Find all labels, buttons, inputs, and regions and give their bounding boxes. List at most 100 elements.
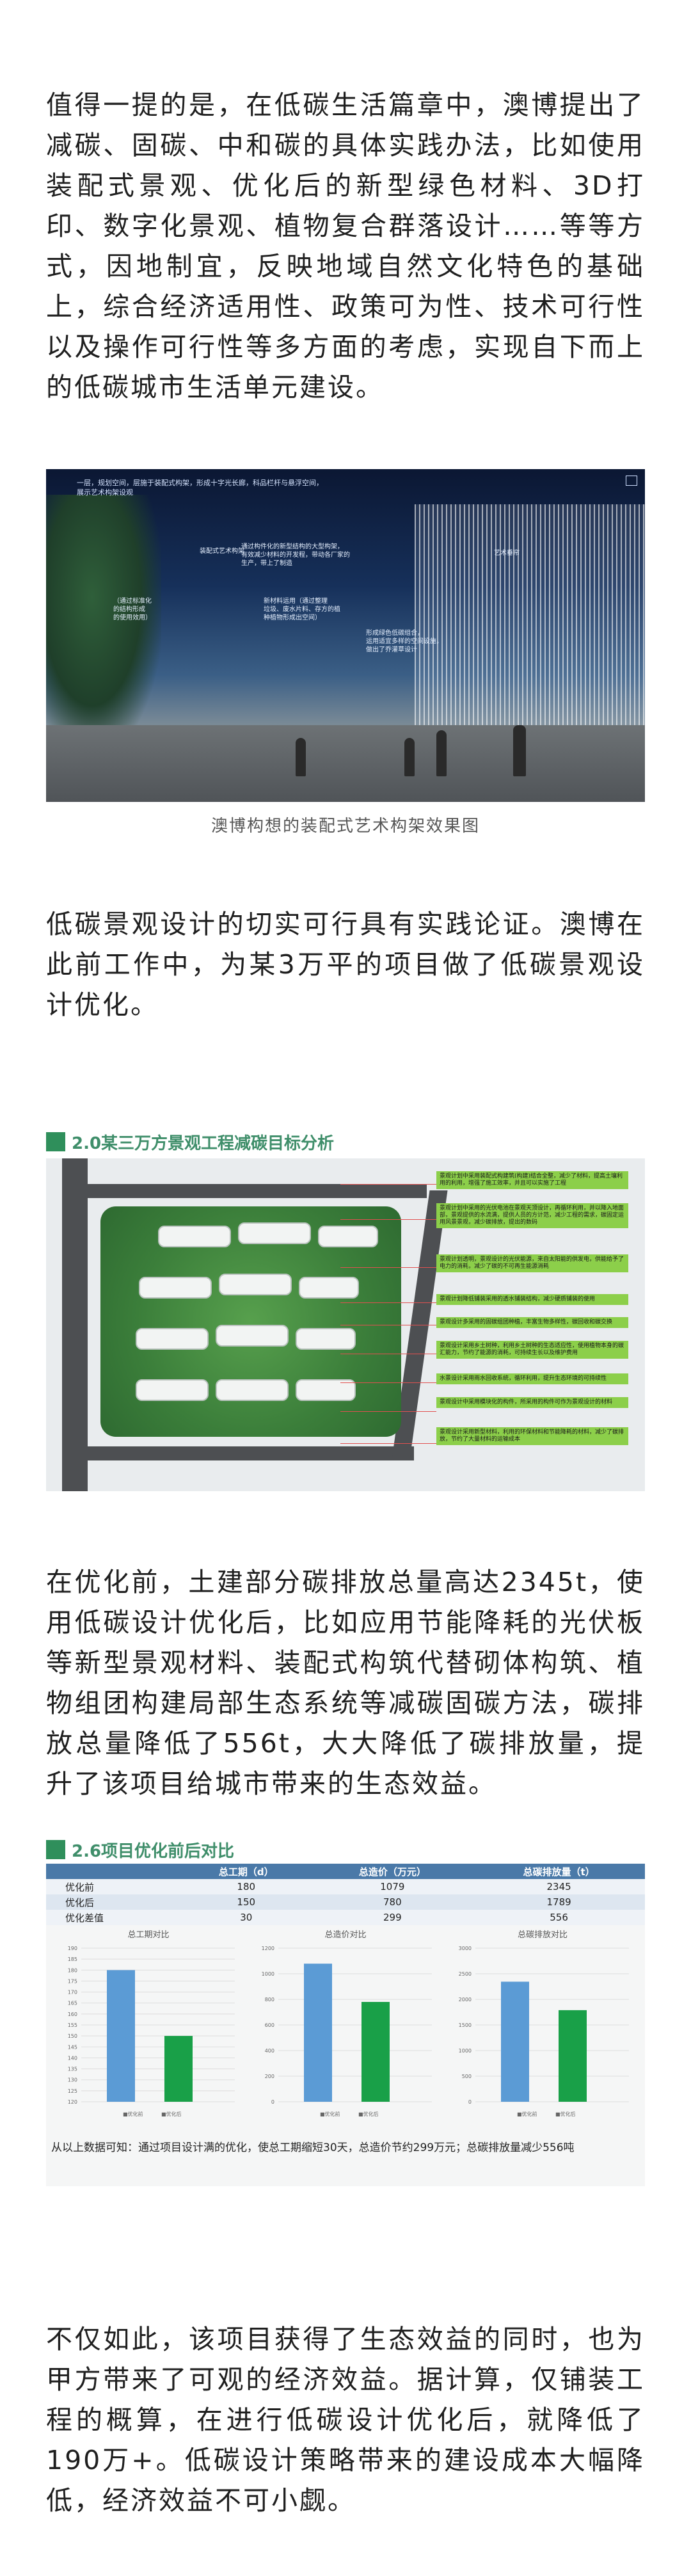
bar-before (501, 1981, 529, 2102)
tick-label: 145 (68, 2044, 77, 2050)
annotation-note: 景观计划透明，景观设计的光伏能源，来自太阳能的供发电，供能给予了电力的消耗，减少… (436, 1254, 628, 1272)
tick-label: 400 (265, 2048, 274, 2054)
building-block (299, 1277, 359, 1299)
table-cell: 299 (312, 1910, 473, 1925)
section-title-text: 2.6项目优化前后对比 (72, 1841, 235, 1861)
annotation-note: 景观计划中采用的光伏电池在景观天顶设计，再循环利用，并以降入地面部，景观提供的水… (436, 1203, 628, 1228)
tick-label: 3000 (459, 1946, 472, 1951)
section-title-text: 2.0某三万方景观工程减碳目标分析 (72, 1133, 335, 1153)
bar-chart: 1901851801751701651601551501451401351301… (68, 1946, 235, 2117)
chart-title: 总造价对比 (324, 1930, 367, 1940)
tree-silhouette (46, 495, 161, 751)
annotation-leader (340, 1382, 436, 1383)
building-block (296, 1328, 356, 1350)
annotation-note: 景观计划降低铺装采用的透水铺装结构，减少硬质铺装的使用 (436, 1294, 628, 1305)
economic-paragraph: 不仅如此，该项目获得了生态效益的同时，也为甲方带来了可观的经济效益。据计算，仅铺… (46, 2324, 645, 2516)
tick-label: 1200 (262, 1946, 274, 1951)
annotation-leader (340, 1184, 436, 1185)
person-figure (404, 738, 415, 776)
person-figure (296, 738, 306, 776)
legend-item: ■优化前 (123, 2111, 143, 2117)
tick-label: 130 (68, 2077, 77, 2083)
comparison-table: 总工期（d） 总造价（万元） 总碳排放量（t） 优化前 180 1079 234… (46, 1864, 645, 1925)
comparison-conclusion: 从以上数据可知：通过项目设计满的优化，使总工期缩短30天，总造价节约299万元；… (51, 2141, 575, 2154)
road (62, 1158, 88, 1491)
tick-label: 125 (68, 2088, 77, 2094)
table-cell: 优化前 (46, 1879, 180, 1894)
table-header-cell: 总造价（万元） (312, 1864, 473, 1879)
road (88, 1184, 427, 1198)
emission-paragraph: 在优化前，土建部分碳排放总量高达2345t，使用低碳设计优化后，比如应用节能降耗… (46, 1567, 645, 1799)
rendering-label: （通过标准化 的结构形成 的使用效用） (113, 598, 152, 621)
section-marker-icon (46, 1132, 65, 1151)
site-plan-analysis: 景观计划中采用装配式构建筑(构建)结合全整，减少了材料，提高土壤利用的利用，增强… (46, 1158, 645, 1491)
table-cell: 1789 (473, 1894, 645, 1910)
table-cell: 优化后 (46, 1894, 180, 1910)
annotation-note: 景观设计采用新型材料，利用的环保材料和节能降耗的材料，减少了碳排放，节约了大量材… (436, 1427, 628, 1445)
table-header-cell: 总碳排放量（t） (473, 1864, 645, 1879)
table-cell: 150 (180, 1894, 312, 1910)
rendering-label: 装配式艺术构架 (200, 548, 244, 555)
annotation-note: 景观设计采用乡土树种，利用乡土树种的生态适应性，使用植物本身的碳汇能力，节约了能… (436, 1341, 628, 1359)
building-block (136, 1379, 209, 1401)
building-block (139, 1277, 212, 1299)
bar-after (361, 2002, 390, 2102)
rendering-label: 新材料运用（通过整理 垃圾、废水片料、存方的植 种植物形成出空间） (264, 598, 340, 621)
tick-label: 175 (68, 1978, 77, 1984)
table-header-cell: 总工期（d） (180, 1864, 312, 1879)
table-header-row: 总工期（d） 总造价（万元） 总碳排放量（t） (46, 1864, 645, 1879)
practice-paragraph: 低碳景观设计的切实可行具有实践论证。澳博在此前工作中，为某3万平的项目做了低碳景… (46, 909, 645, 1020)
section-title: 2.0某三万方景观工程减碳目标分析 (46, 1128, 645, 1156)
tick-label: 0 (271, 2099, 274, 2105)
rendering-label: 形成绿色低碳组合， 运用适宜多样的空间设施， 做出了乔灌草设计 (366, 630, 443, 653)
tick-label: 135 (68, 2067, 77, 2072)
annotation-leader (340, 1302, 436, 1303)
legend-item: ■优化后 (358, 2111, 379, 2117)
table-cell: 180 (180, 1879, 312, 1894)
building-block (216, 1325, 289, 1347)
annotation-leader (340, 1267, 436, 1268)
person-figure (513, 725, 526, 776)
table-cell: 2345 (473, 1879, 645, 1894)
tick-label: 160 (68, 2012, 77, 2017)
building-block (136, 1328, 209, 1350)
road (88, 1446, 414, 1460)
bar-before (107, 1970, 135, 2102)
tick-label: 1500 (459, 2022, 472, 2028)
annotation-note: 景观设计多采用的固碳组团种植，丰富生物多样性，碳回收和碳交换 (436, 1317, 628, 1328)
person-figure (436, 730, 447, 776)
building-block (219, 1274, 292, 1295)
table-cell: 优化差值 (46, 1910, 180, 1925)
annotation-note: 水景设计采用雨水回收系统，循环利用，提升生态环境的可持续性 (436, 1373, 628, 1384)
annotation-leader (340, 1443, 436, 1444)
table-row: 优化差值 30 299 556 (46, 1910, 645, 1925)
legend-item: ■优化后 (555, 2111, 576, 2117)
bar-after (559, 2010, 587, 2102)
tick-label: 500 (462, 2074, 472, 2079)
annotation-note: 景观计划中采用装配式构建筑(构建)结合全整，减少了材料，提高土壤利用的利用，增强… (436, 1171, 628, 1189)
annotation-leader (340, 1219, 436, 1220)
table-cell: 1079 (312, 1879, 473, 1894)
table-cell: 556 (473, 1910, 645, 1925)
tick-label: 150 (68, 2033, 77, 2039)
tick-label: 200 (265, 2074, 274, 2079)
building-block (318, 1226, 378, 1247)
table-row: 优化后 150 780 1789 (46, 1894, 645, 1910)
annotation-note: 景观设计中采用模块化的构件，所采用的构件可作为景观设计的材料 (436, 1397, 628, 1408)
frame-corner-icon (626, 476, 637, 486)
legend-item: ■优化前 (320, 2111, 340, 2117)
legend-item: ■优化后 (161, 2111, 182, 2117)
table-cell: 780 (312, 1894, 473, 1910)
table-header-cell (46, 1864, 180, 1879)
legend-item: ■优化前 (517, 2111, 537, 2117)
building-block (216, 1379, 289, 1401)
plaza-ground (46, 725, 645, 802)
rendering-label: 艺术垂帘 (494, 550, 520, 557)
tick-label: 2500 (459, 1971, 472, 1977)
table-cell: 30 (180, 1910, 312, 1925)
tick-label: 165 (68, 2001, 77, 2006)
